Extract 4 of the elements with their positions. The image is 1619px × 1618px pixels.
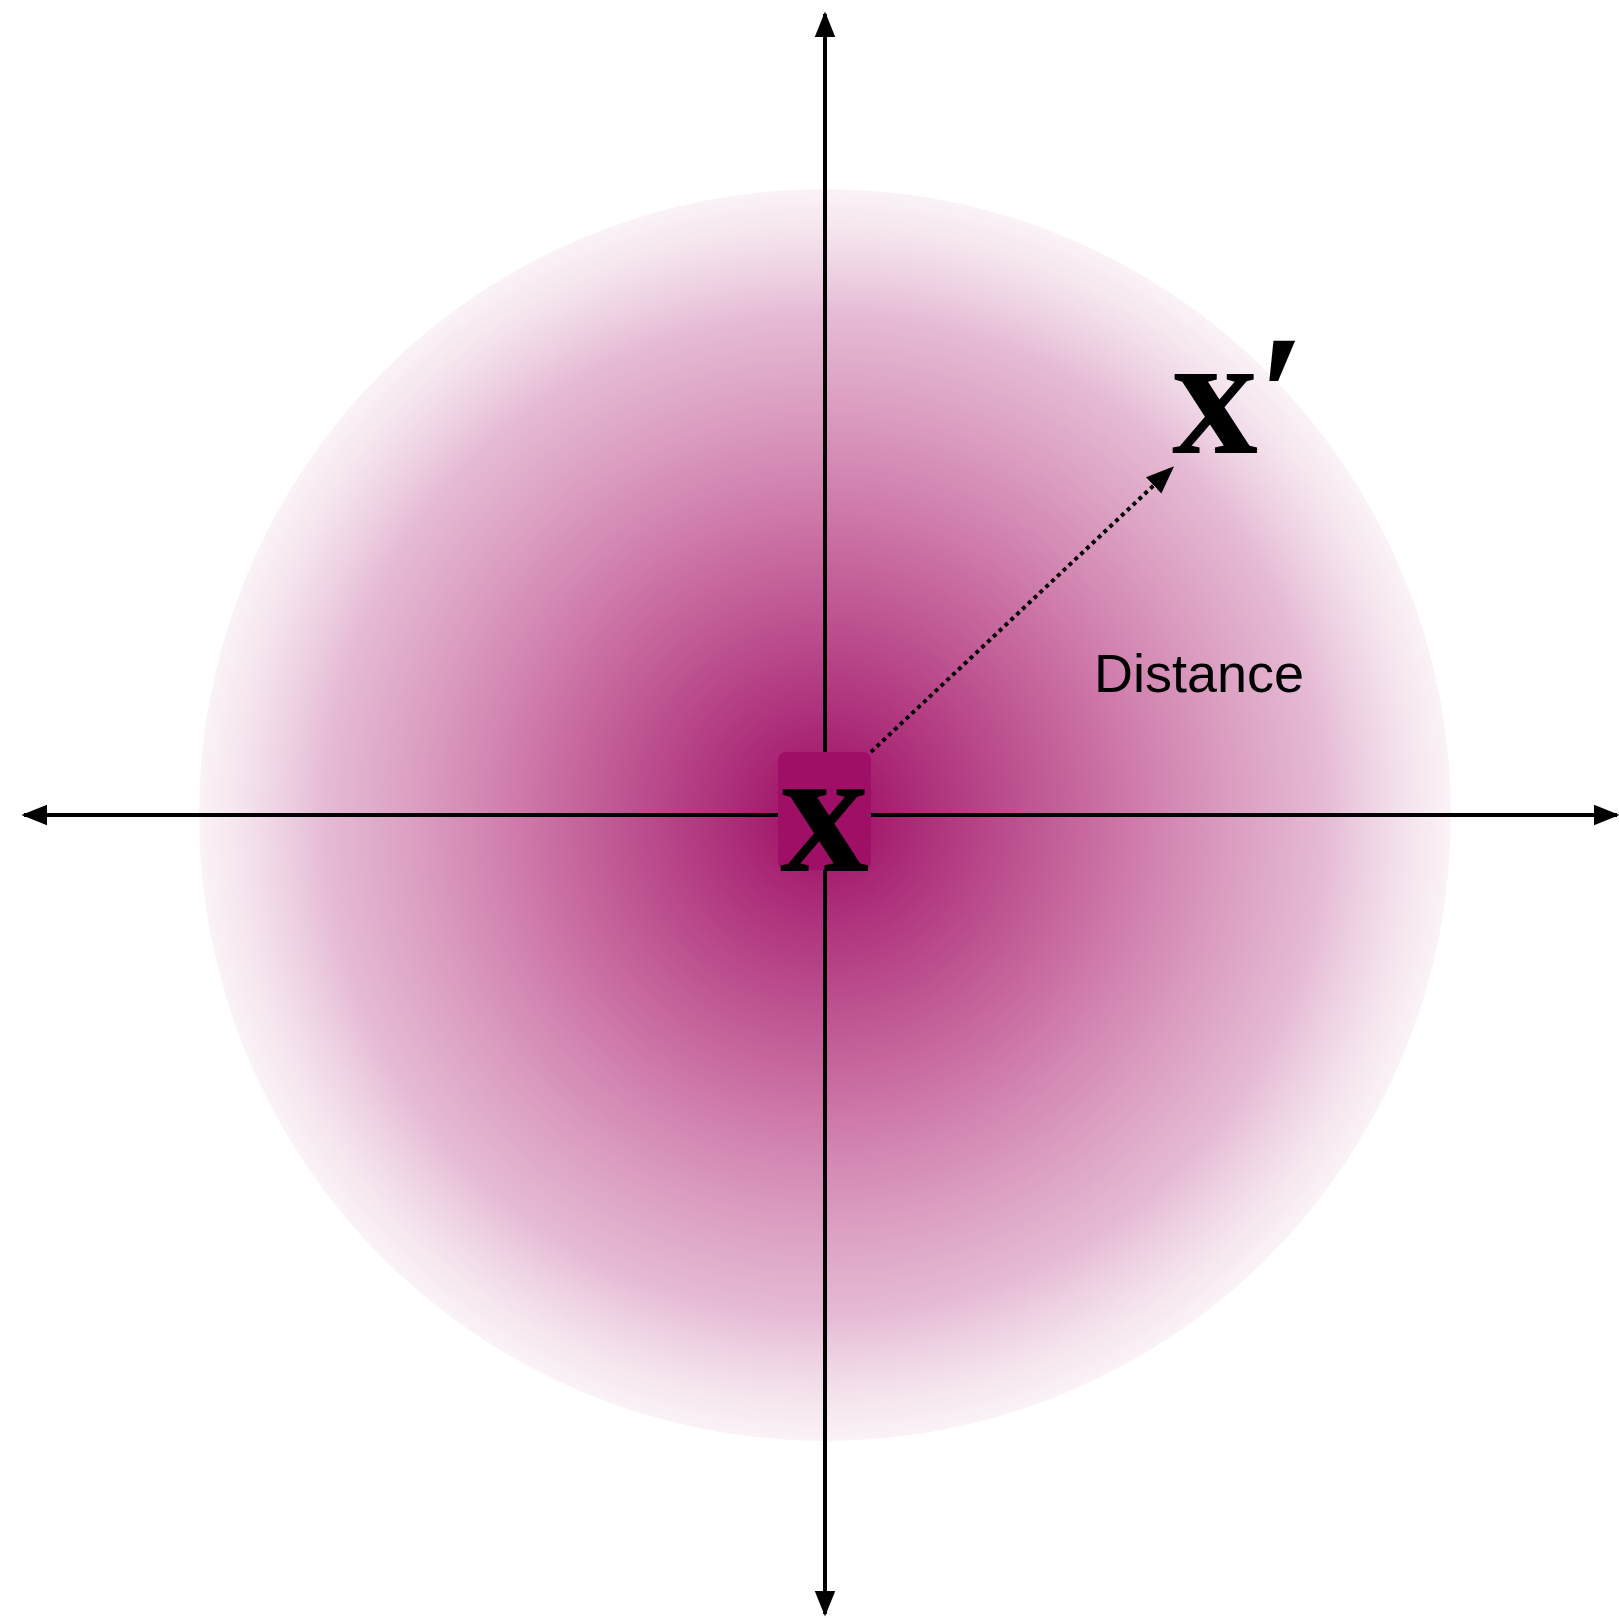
- variable-label: x: [778, 752, 871, 871]
- variable-label: x′: [1172, 322, 1307, 469]
- arrow: [869, 466, 1175, 754]
- edge-label: Distance: [1094, 642, 1305, 704]
